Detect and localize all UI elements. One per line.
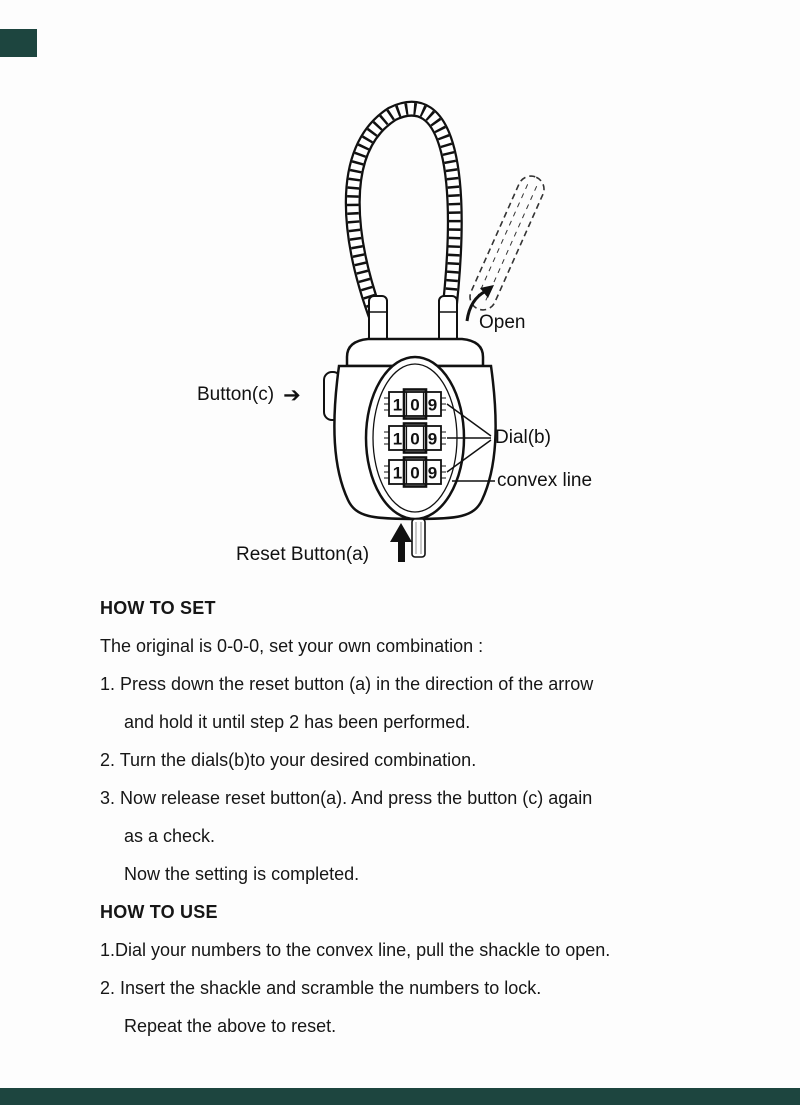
dial-b-label: Dial(b) [495, 427, 551, 448]
reset-pin[interactable] [411, 518, 426, 558]
set-step-1: 1. Press down the reset button (a) in th… [100, 674, 594, 694]
cable-shackle [344, 100, 463, 330]
dial-digit: 9 [428, 396, 437, 415]
dial-digit: 0 [410, 464, 419, 483]
lock-diagram: 1 0 9 1 0 9 [197, 100, 593, 565]
set-step-1-cont: and hold it until step 2 has been perfor… [124, 712, 471, 732]
top-left-accent-bar [0, 29, 37, 57]
dial-row[interactable]: 1 0 9 [384, 388, 446, 420]
button-c-arrow-icon: ➔ [283, 383, 301, 407]
reset-button-label: Reset Button(a) [236, 544, 370, 565]
set-complete: Now the setting is completed. [124, 864, 360, 884]
use-step-1: 1.Dial your numbers to the convex line, … [100, 940, 611, 960]
set-intro-line: The original is 0-0-0, set your own comb… [100, 636, 484, 656]
how-to-use-title: HOW TO USE [100, 902, 218, 922]
open-arrow-icon [465, 285, 494, 322]
how-to-set-title: HOW TO SET [100, 598, 216, 618]
lock-body-cap [345, 337, 485, 368]
button-c-label: Button(c) ➔ [197, 383, 301, 407]
dial-row[interactable]: 1 0 9 [384, 456, 446, 488]
set-step-2: 2. Turn the dials(b)to your desired comb… [100, 750, 477, 770]
use-repeat-note: Repeat the above to reset. [124, 1016, 337, 1036]
set-step-3-cont: as a check. [124, 826, 216, 846]
set-step-3: 3. Now release reset button(a). And pres… [100, 788, 593, 808]
open-cable-ghost [469, 175, 545, 311]
dial-digit: 1 [393, 396, 402, 415]
dial-digit: 1 [393, 430, 402, 449]
lock-drawing: 1 0 9 1 0 9 [323, 100, 545, 562]
dial-digit: 9 [428, 430, 437, 449]
instructions-section: HOW TO SET The original is 0-0-0, set yo… [100, 589, 740, 1045]
dial-row[interactable]: 1 0 9 [384, 422, 446, 454]
dial-digit: 0 [410, 396, 419, 415]
dial-b-callout-lines [446, 403, 492, 473]
dial-digit: 9 [428, 464, 437, 483]
bottom-accent-bar [0, 1088, 800, 1105]
use-step-2: 2. Insert the shackle and scramble the n… [100, 978, 542, 998]
reset-arrow-icon [390, 523, 412, 562]
open-label: Open [479, 312, 526, 333]
button-c-label-text: Button(c) [197, 384, 275, 405]
dial-digit: 0 [410, 430, 419, 449]
convex-line-label: convex line [497, 470, 593, 491]
dial-digit: 1 [393, 464, 402, 483]
